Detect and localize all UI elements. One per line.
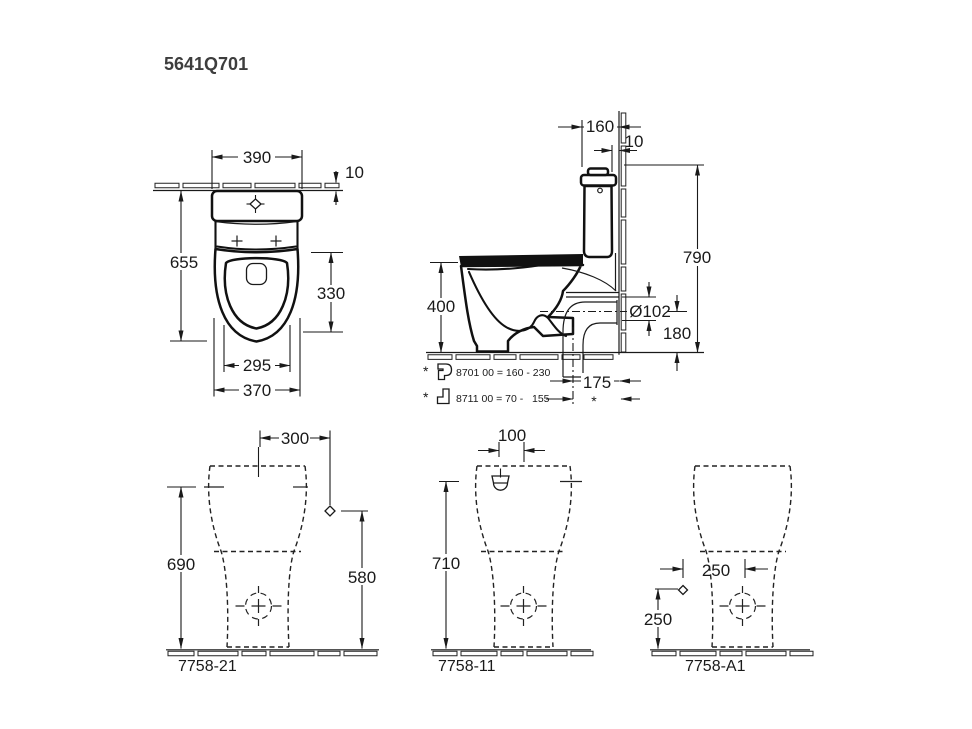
svg-text:690: 690 — [167, 555, 195, 574]
svg-text:250: 250 — [702, 561, 730, 580]
dim-outlet-height: 180 — [663, 295, 691, 371]
dim-bowl-width: 370 — [213, 318, 301, 400]
svg-text:390: 390 — [243, 148, 271, 167]
dim-supply-height: 580 — [341, 510, 381, 649]
silhouette — [207, 465, 308, 648]
dim-total-height: 690 — [163, 486, 200, 649]
dim-wall-gap: 10 — [594, 132, 643, 172]
silhouette — [474, 465, 573, 648]
dim-outlet-to-wall: 175 * — [546, 373, 641, 409]
note-text: 8701 00 = 160 - 230 — [456, 367, 550, 379]
svg-text:580: 580 — [348, 568, 376, 587]
dim-tank-depth: 160 — [558, 117, 641, 167]
product-code: 5641Q701 — [164, 54, 248, 74]
wall-hatch — [620, 112, 627, 353]
variant-label: 7758-A1 — [685, 658, 746, 675]
cistern-body — [582, 184, 614, 259]
dim-total-depth: 655 — [164, 190, 207, 342]
top-view: 390 10 655 330 295 — [153, 148, 364, 400]
floor-hatch — [427, 354, 614, 360]
hinge-plus-marks — [231, 235, 282, 247]
variant-view-7758-21: 300 690 580 7758-21 — [163, 429, 381, 675]
note-mark: * — [423, 363, 429, 379]
seat-side — [459, 254, 583, 267]
note-mark: * — [423, 389, 429, 405]
dim-wall-thickness: 10 — [333, 163, 364, 205]
svg-text:Ø102: Ø102 — [629, 302, 671, 321]
svg-text:400: 400 — [427, 297, 455, 316]
dim-supply-height: 250 — [640, 588, 677, 649]
supply-curve — [561, 267, 617, 292]
dim-total-height: 710 — [428, 480, 465, 649]
dim-inlet-offset: 100 — [478, 426, 545, 462]
dim-tank-width: 390 — [211, 148, 303, 189]
svg-text:710: 710 — [432, 554, 460, 573]
cistern-lid-edge — [214, 220, 298, 225]
svg-text:655: 655 — [170, 253, 198, 272]
svg-text:160: 160 — [586, 117, 614, 136]
outlet-note-1: * 8701 00 = 160 - 230 — [423, 363, 550, 381]
outlet-note-2: * 8711 00 = 70 - 155 — [423, 388, 550, 405]
tank-front-edge — [215, 245, 298, 251]
vertical-outlet-icon — [436, 388, 450, 405]
dim-total-height: 790 — [624, 164, 716, 353]
svg-text:180: 180 — [663, 324, 691, 343]
variant-label: 7758-11 — [438, 658, 496, 675]
note-text: 8711 00 = 70 - 155 — [456, 393, 550, 405]
drain-position-symbol — [235, 586, 282, 626]
dim-outlet-diameter: Ø102 — [622, 282, 674, 336]
variable-dim-mark: * — [591, 393, 597, 409]
side-view: 160 10 790 400 Ø102 — [423, 111, 716, 409]
variant-view-7758-11: 100 710 7758-11 — [428, 426, 594, 675]
svg-text:175: 175 — [583, 373, 611, 392]
floor-hatch — [432, 650, 594, 657]
dim-bowl-depth: 330 — [303, 251, 349, 333]
floor-hatch — [167, 650, 378, 657]
horizontal-outlet-icon — [437, 363, 453, 381]
cistern-button — [586, 167, 610, 177]
seat-opening — [223, 256, 290, 330]
water-inlet-symbol — [491, 468, 510, 491]
drain-position-symbol — [500, 586, 547, 626]
svg-text:100: 100 — [498, 426, 526, 445]
dim-seat-opening-width: 295 — [223, 325, 291, 375]
svg-text:295: 295 — [243, 356, 271, 375]
svg-text:330: 330 — [317, 284, 345, 303]
bowl-interior-trap — [467, 270, 568, 338]
button-position-symbol — [246, 195, 265, 213]
svg-text:10: 10 — [625, 132, 644, 151]
dim-seat-height: 400 — [423, 261, 459, 353]
silhouette — [692, 465, 793, 648]
svg-text:790: 790 — [683, 248, 711, 267]
supply-point-symbol — [324, 505, 336, 517]
flush-inlet-shape — [245, 262, 268, 286]
cistern-lid — [579, 173, 618, 187]
svg-text:250: 250 — [644, 610, 672, 629]
svg-text:300: 300 — [281, 429, 309, 448]
svg-text:370: 370 — [243, 381, 271, 400]
dim-supply-offset: 300 — [259, 429, 331, 448]
floor-hatch — [651, 650, 814, 657]
svg-text:10: 10 — [345, 163, 364, 182]
wall-hatch — [154, 182, 340, 189]
bowl-profile — [459, 263, 585, 353]
variant-view-7758-A1: 250 250 7758-A1 — [640, 465, 814, 675]
dim-supply-offset: 250 — [660, 559, 768, 580]
variant-label: 7758-21 — [178, 658, 237, 675]
supply-point-symbol — [677, 584, 689, 596]
outlet-elbow-pipe — [562, 300, 618, 378]
drain-position-symbol — [719, 586, 766, 626]
lid-fix-hole — [597, 187, 603, 194]
